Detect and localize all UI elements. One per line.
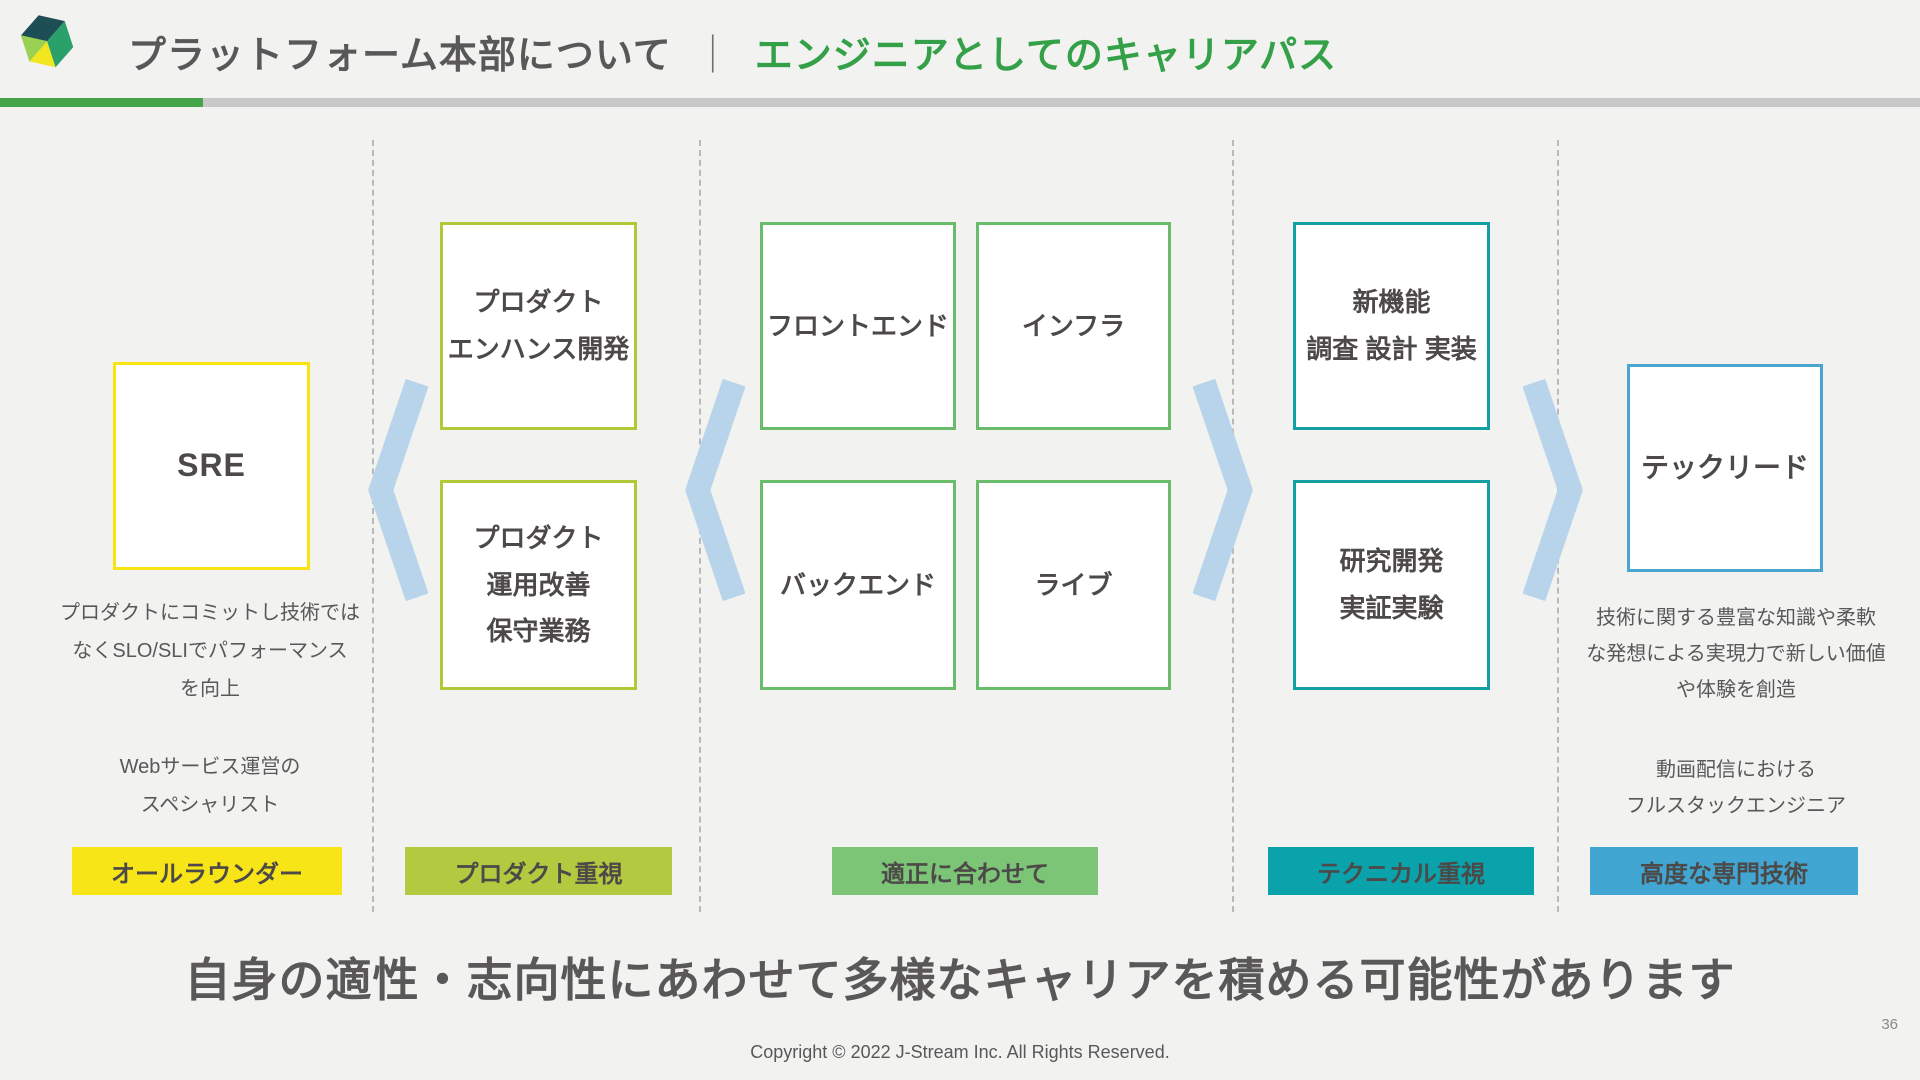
label-fit-aptitude: 適正に合わせて <box>832 847 1098 895</box>
box-new-features: 新機能 調査 設計 実装 <box>1293 222 1490 430</box>
box-product-operation: プロダクト 運用改善 保守業務 <box>440 480 637 690</box>
sre-description: プロダクトにコミットし技術では なくSLO/SLIでパフォーマンス を向上 <box>60 602 360 700</box>
copyright-text: Copyright © 2022 J-Stream Inc. All Right… <box>750 1042 1170 1062</box>
chevron-right-icon <box>1193 378 1253 602</box>
box-live: ライブ <box>976 480 1171 690</box>
chevron-right-icon <box>1523 378 1583 602</box>
label-technical-focused: テクニカル重視 <box>1268 847 1534 895</box>
box-tech-lead: テックリード <box>1627 364 1823 572</box>
page-title: プラットフォーム本部について ｜ エンジニアとしてのキャリアパス <box>128 24 1337 79</box>
sre-subtitle: Webサービス運営の スペシャリスト <box>119 756 301 816</box>
box-product-enhance: プロダクト エンハンス開発 <box>440 222 637 430</box>
chevron-left-icon <box>685 378 745 602</box>
title-left: プラットフォーム本部について <box>128 35 672 77</box>
box-infra: インフラ <box>976 222 1171 430</box>
title-right: エンジニアとしてのキャリアパス <box>754 35 1338 77</box>
header-rule-accent <box>0 98 203 107</box>
label-advanced-expertise: 高度な専門技術 <box>1590 847 1858 895</box>
label-all-rounder: オールラウンダー <box>72 847 342 895</box>
box-frontend: フロントエンド <box>760 222 956 430</box>
page-number: 36 <box>1881 1016 1898 1033</box>
header-rule <box>0 98 1920 107</box>
headline: 自身の適性・志向性にあわせて多様なキャリアを積める可能性があります <box>184 954 1736 1006</box>
label-product-focused: プロダクト重視 <box>405 847 672 895</box>
box-sre: SRE <box>113 362 310 570</box>
title-divider: ｜ <box>693 35 733 77</box>
jstream-cube-logo-icon <box>20 15 74 68</box>
tech-lead-description: 技術に関する豊富な知識や柔軟 な発想による実現力で新しい価値 や体験を創造 <box>1586 607 1886 701</box>
tech-lead-subtitle: 動画配信における フルスタックエンジニア <box>1626 759 1846 817</box>
column-separator <box>372 140 374 912</box>
chevron-left-icon <box>368 378 428 602</box>
box-backend: バックエンド <box>760 480 956 690</box>
box-rnd: 研究開発 実証実験 <box>1293 480 1490 690</box>
